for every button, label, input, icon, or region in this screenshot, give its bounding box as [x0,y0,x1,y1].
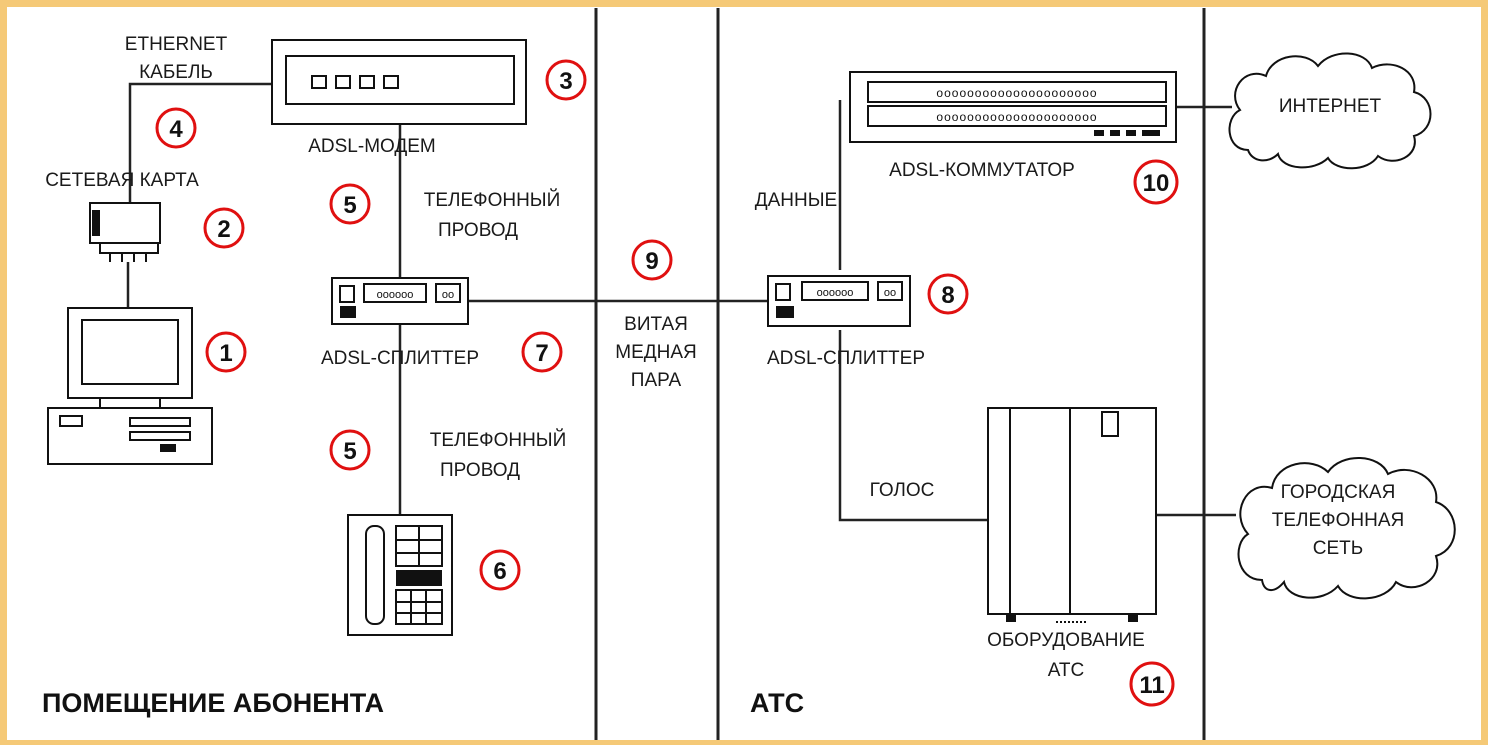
svg-text:8: 8 [941,282,954,309]
frame-left [0,0,7,740]
svg-text:4: 4 [169,116,183,143]
exchange-equipment [988,408,1156,622]
network-card-label: СЕТЕВАЯ КАРТА [45,170,199,191]
svg-text:9: 9 [645,248,658,275]
phone-wire-lower-line2: ПРОВОД [440,460,520,481]
modem-label: ADSL-МОДЕМ [308,136,436,157]
ethernet-label-line2: КАБЕЛЬ [139,62,213,83]
badge-9: 9 [633,241,671,279]
badge-5-lower: 5 [331,431,369,469]
svg-text:11: 11 [1139,672,1164,699]
subscriber-zone-title: ПОМЕЩЕНИЕ АБОНЕНТА [42,688,384,718]
adsl-switch: ooooooooooooooooooooo oooooooooooooooooo… [850,72,1176,142]
city-network-label-line2: ТЕЛЕФОННАЯ [1272,510,1404,531]
adsl-switch-label: ADSL-КОММУТАТОР [889,160,1075,181]
svg-text:6: 6 [493,558,506,585]
svg-text:3: 3 [559,68,572,95]
twisted-pair-label-line3: ПАРА [631,370,682,391]
svg-text:2: 2 [217,216,230,243]
splitter-client-label: ADSL-СПЛИТТЕР [321,348,479,369]
badge-11: 11 [1131,663,1173,705]
svg-text:oo: oo [884,287,896,299]
adsl-modem [272,40,526,124]
badge-1: 1 [207,333,245,371]
splitter-client: oooooo oo [332,278,468,324]
ethernet-label-line1: ETHERNET [125,34,228,55]
phone-wire-upper-line1: ТЕЛЕФОННЫЙ [424,189,561,211]
phone-wire-upper-line2: ПРОВОД [438,220,518,241]
frame-right [1481,0,1488,740]
svg-text:5: 5 [343,192,356,219]
svg-text:1: 1 [219,340,232,367]
telephone [348,515,452,635]
twisted-pair-label-line1: ВИТАЯ [624,314,688,335]
splitter-exchange: oooooo oo [768,276,910,326]
badge-10: 10 [1135,161,1177,203]
equipment-label-line2: АТС [1048,660,1085,681]
badge-8: 8 [929,275,967,313]
city-network-label-line1: ГОРОДСКАЯ [1281,482,1396,503]
svg-text:5: 5 [343,438,356,465]
svg-text:10: 10 [1143,170,1170,197]
splitter-exchange-label: ADSL-СПЛИТТЕР [767,348,925,369]
badge-2: 2 [205,209,243,247]
data-label: ДАННЫЕ [755,190,837,211]
computer [48,308,212,464]
network-card [90,203,160,262]
equipment-label-line1: ОБОРУДОВАНИЕ [987,630,1145,651]
city-network-label-line3: СЕТЬ [1313,538,1363,559]
svg-text:oooooo: oooooo [817,287,854,299]
exchange-zone-title: АТС [750,688,804,718]
svg-text:ooooooooooooooooooooo: ooooooooooooooooooooo [936,110,1097,124]
svg-text:oooooo: oooooo [377,289,414,301]
voice-label: ГОЛОС [870,480,935,501]
badge-6: 6 [481,551,519,589]
badge-3: 3 [547,61,585,99]
svg-text:ooooooooooooooooooooo: ooooooooooooooooooooo [936,86,1097,100]
twisted-pair-label-line2: МЕДНАЯ [615,342,696,363]
internet-label: ИНТЕРНЕТ [1279,96,1382,117]
badge-5-upper: 5 [331,185,369,223]
phone-wire-lower-line1: ТЕЛЕФОННЫЙ [430,429,567,451]
svg-text:oo: oo [442,289,454,301]
badge-4: 4 [157,109,195,147]
svg-text:7: 7 [535,340,548,367]
badge-7: 7 [523,333,561,371]
frame-top [0,0,1488,7]
